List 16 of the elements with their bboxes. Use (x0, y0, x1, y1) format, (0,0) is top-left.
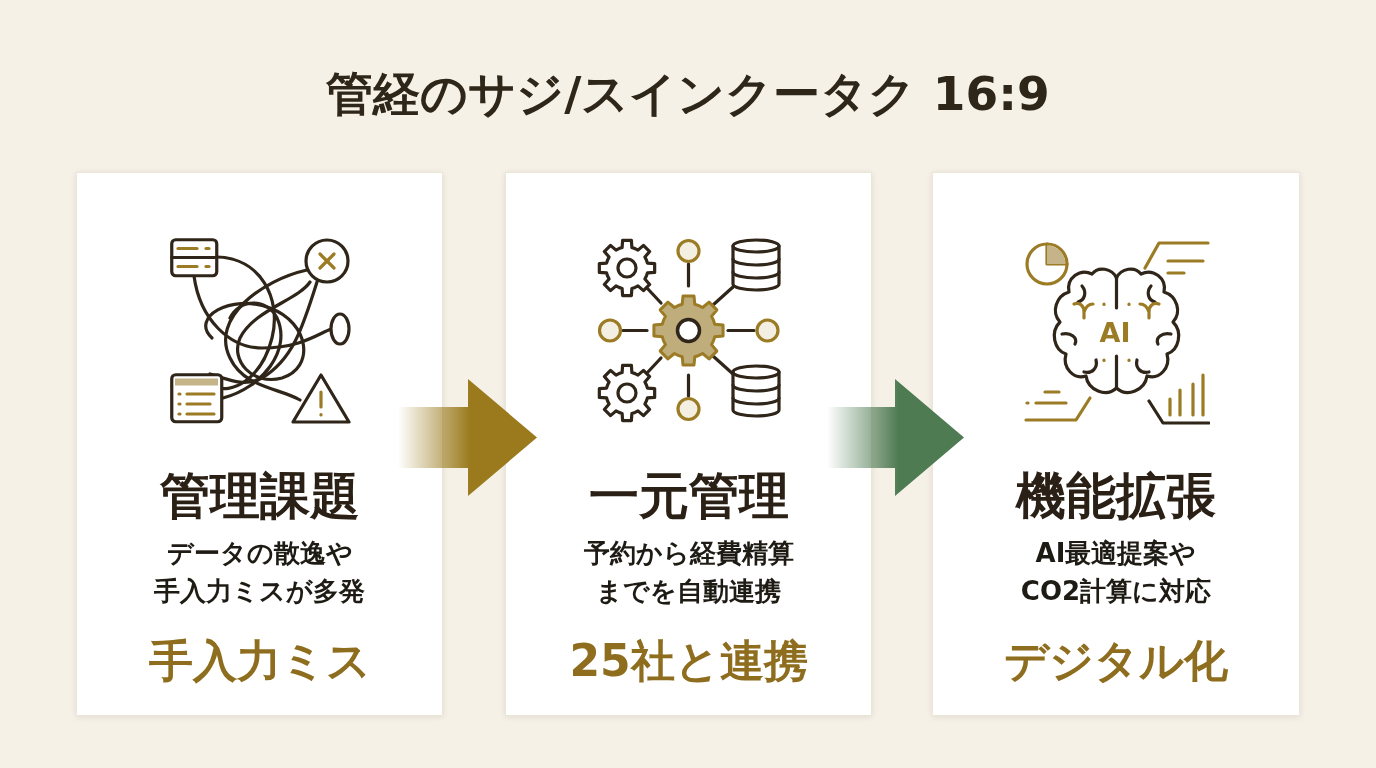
title: 管経のサジ/スインクータク 16:9 (326, 65, 1050, 123)
card-heading: 機能拡張 (1016, 466, 1216, 526)
card-description: 予約から経費精算までを自動連携 (583, 537, 794, 608)
step-card (76, 172, 443, 716)
icon-label: AI (1099, 318, 1131, 348)
card-heading: 管理課題 (159, 466, 360, 526)
highlight-text: 25社と連携 (569, 634, 808, 688)
step-card (505, 172, 872, 716)
card-description: AI最適提案やCO2計算に対応 (1020, 537, 1212, 608)
card-heading: 一元管理 (588, 466, 789, 526)
arrow (398, 379, 537, 496)
step-card (932, 172, 1300, 716)
highlight-text: デジタル化 (1004, 634, 1228, 688)
card-description: データの散逸や手入力ミスが多発 (154, 537, 365, 608)
arrow (827, 379, 964, 496)
highlight-text: 手入力ミス (148, 634, 371, 688)
